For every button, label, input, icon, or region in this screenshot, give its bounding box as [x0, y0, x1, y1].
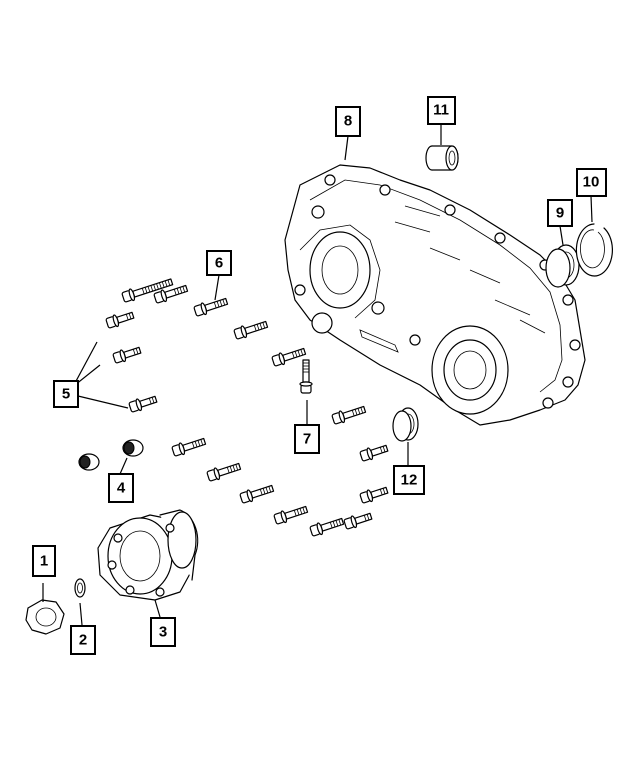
callout-6-label: 6 [215, 255, 223, 272]
callout-5-label: 5 [62, 386, 70, 403]
callout-7: 7 [294, 424, 320, 454]
bolt-7 [271, 347, 307, 367]
bolt-15 [359, 486, 389, 504]
washer [74, 578, 86, 598]
callout-5: 5 [53, 380, 79, 408]
bolt-12 [359, 444, 389, 462]
callout-9: 9 [547, 199, 573, 227]
callout-2: 2 [70, 625, 96, 655]
bolt-13 [206, 462, 242, 482]
bolt-3 [105, 311, 135, 329]
bolt-1 [121, 278, 174, 303]
bolt-8 [128, 395, 158, 413]
callout-4-label: 4 [117, 480, 126, 497]
bolt-2 [153, 284, 189, 304]
oil-seal [545, 244, 580, 288]
leader-lines [42, 124, 593, 626]
callout-1: 1 [32, 545, 56, 577]
output-seal [392, 407, 419, 442]
bolt-11 [171, 437, 207, 457]
bolt-16 [273, 505, 309, 525]
callout-8: 8 [335, 106, 361, 137]
callout-11: 11 [427, 96, 456, 125]
bolt-17 [309, 517, 345, 537]
callout-9-label: 9 [556, 205, 564, 222]
callout-8-label: 8 [344, 113, 352, 130]
callout-10-label: 10 [583, 174, 600, 191]
bolt-6 [233, 320, 269, 340]
callout-4: 4 [108, 473, 134, 503]
callout-3-label: 3 [159, 624, 167, 641]
transfer-case-housing [284, 164, 586, 426]
callout-7-label: 7 [303, 431, 311, 448]
bolt-4 [193, 297, 229, 317]
callout-12: 12 [393, 465, 425, 495]
callout-1-label: 1 [40, 553, 48, 570]
bolt-10 [331, 405, 367, 425]
spacer-nut-left [78, 453, 100, 471]
spacer-nut-right [122, 439, 144, 457]
needle-bearing [425, 145, 459, 171]
callout-2-label: 2 [79, 632, 87, 649]
bolt-9 [299, 359, 313, 394]
extension-housing [97, 509, 199, 601]
bolt-14 [239, 484, 275, 504]
callout-11-label: 11 [433, 102, 449, 119]
snap-ring [575, 223, 613, 277]
callout-6: 6 [206, 250, 232, 276]
flange-nut [25, 599, 65, 635]
callout-10: 10 [576, 168, 607, 197]
callout-3: 3 [150, 617, 176, 647]
callout-12-label: 12 [401, 472, 418, 489]
bolt-18 [343, 512, 373, 530]
bolt-5 [112, 346, 142, 364]
bolt-group [105, 278, 389, 537]
